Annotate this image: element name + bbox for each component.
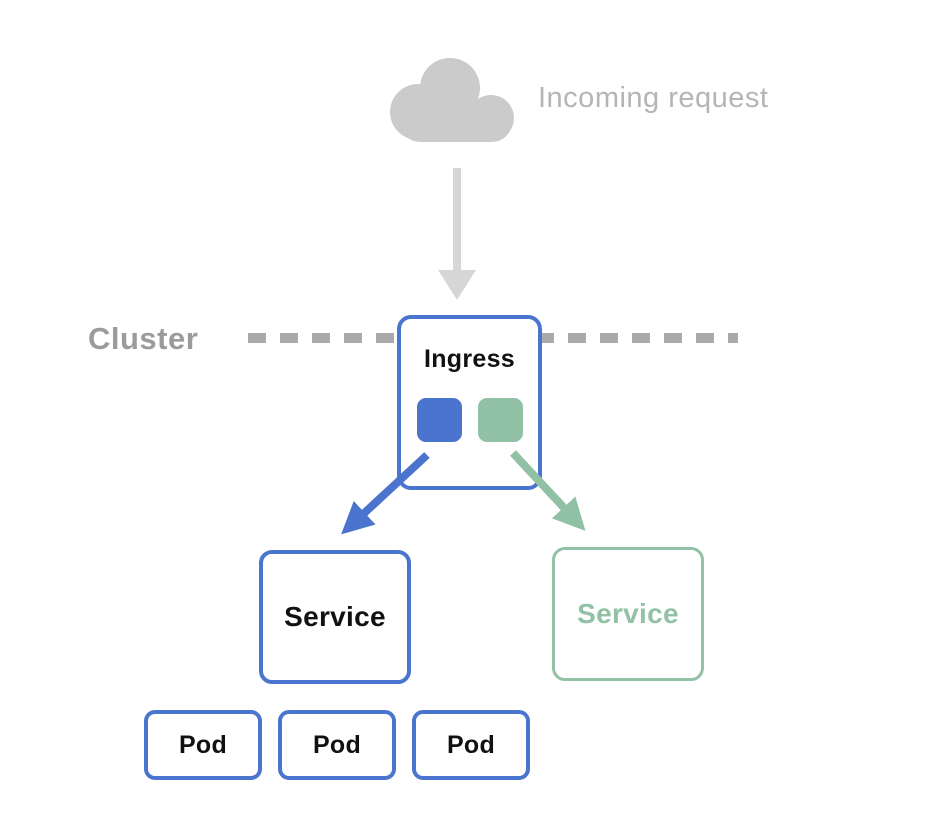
green-route-swatch xyxy=(477,398,523,442)
service-label: Service xyxy=(284,601,386,632)
blue-route-swatch xyxy=(416,398,462,442)
down-arrow-icon xyxy=(438,168,476,300)
pod-label: Pod xyxy=(446,730,496,759)
service-node-green: Service xyxy=(552,547,704,681)
pod-node: Pod xyxy=(144,710,262,780)
service-node-blue: Service xyxy=(259,550,411,684)
pod-node: Pod xyxy=(278,710,396,780)
pod-label: Pod xyxy=(178,730,228,759)
pod-label: Pod xyxy=(312,730,362,759)
incoming-request-label: Incoming request xyxy=(538,82,769,114)
green-route-arrow xyxy=(510,450,586,531)
cloud-icon xyxy=(390,58,514,142)
service-label: Service xyxy=(577,598,679,629)
pod-node: Pod xyxy=(412,710,530,780)
ingress-swatch-row xyxy=(416,398,523,442)
blue-route-arrow xyxy=(341,452,430,535)
cluster-label: Cluster xyxy=(88,321,199,356)
ingress-label: Ingress xyxy=(423,345,516,373)
